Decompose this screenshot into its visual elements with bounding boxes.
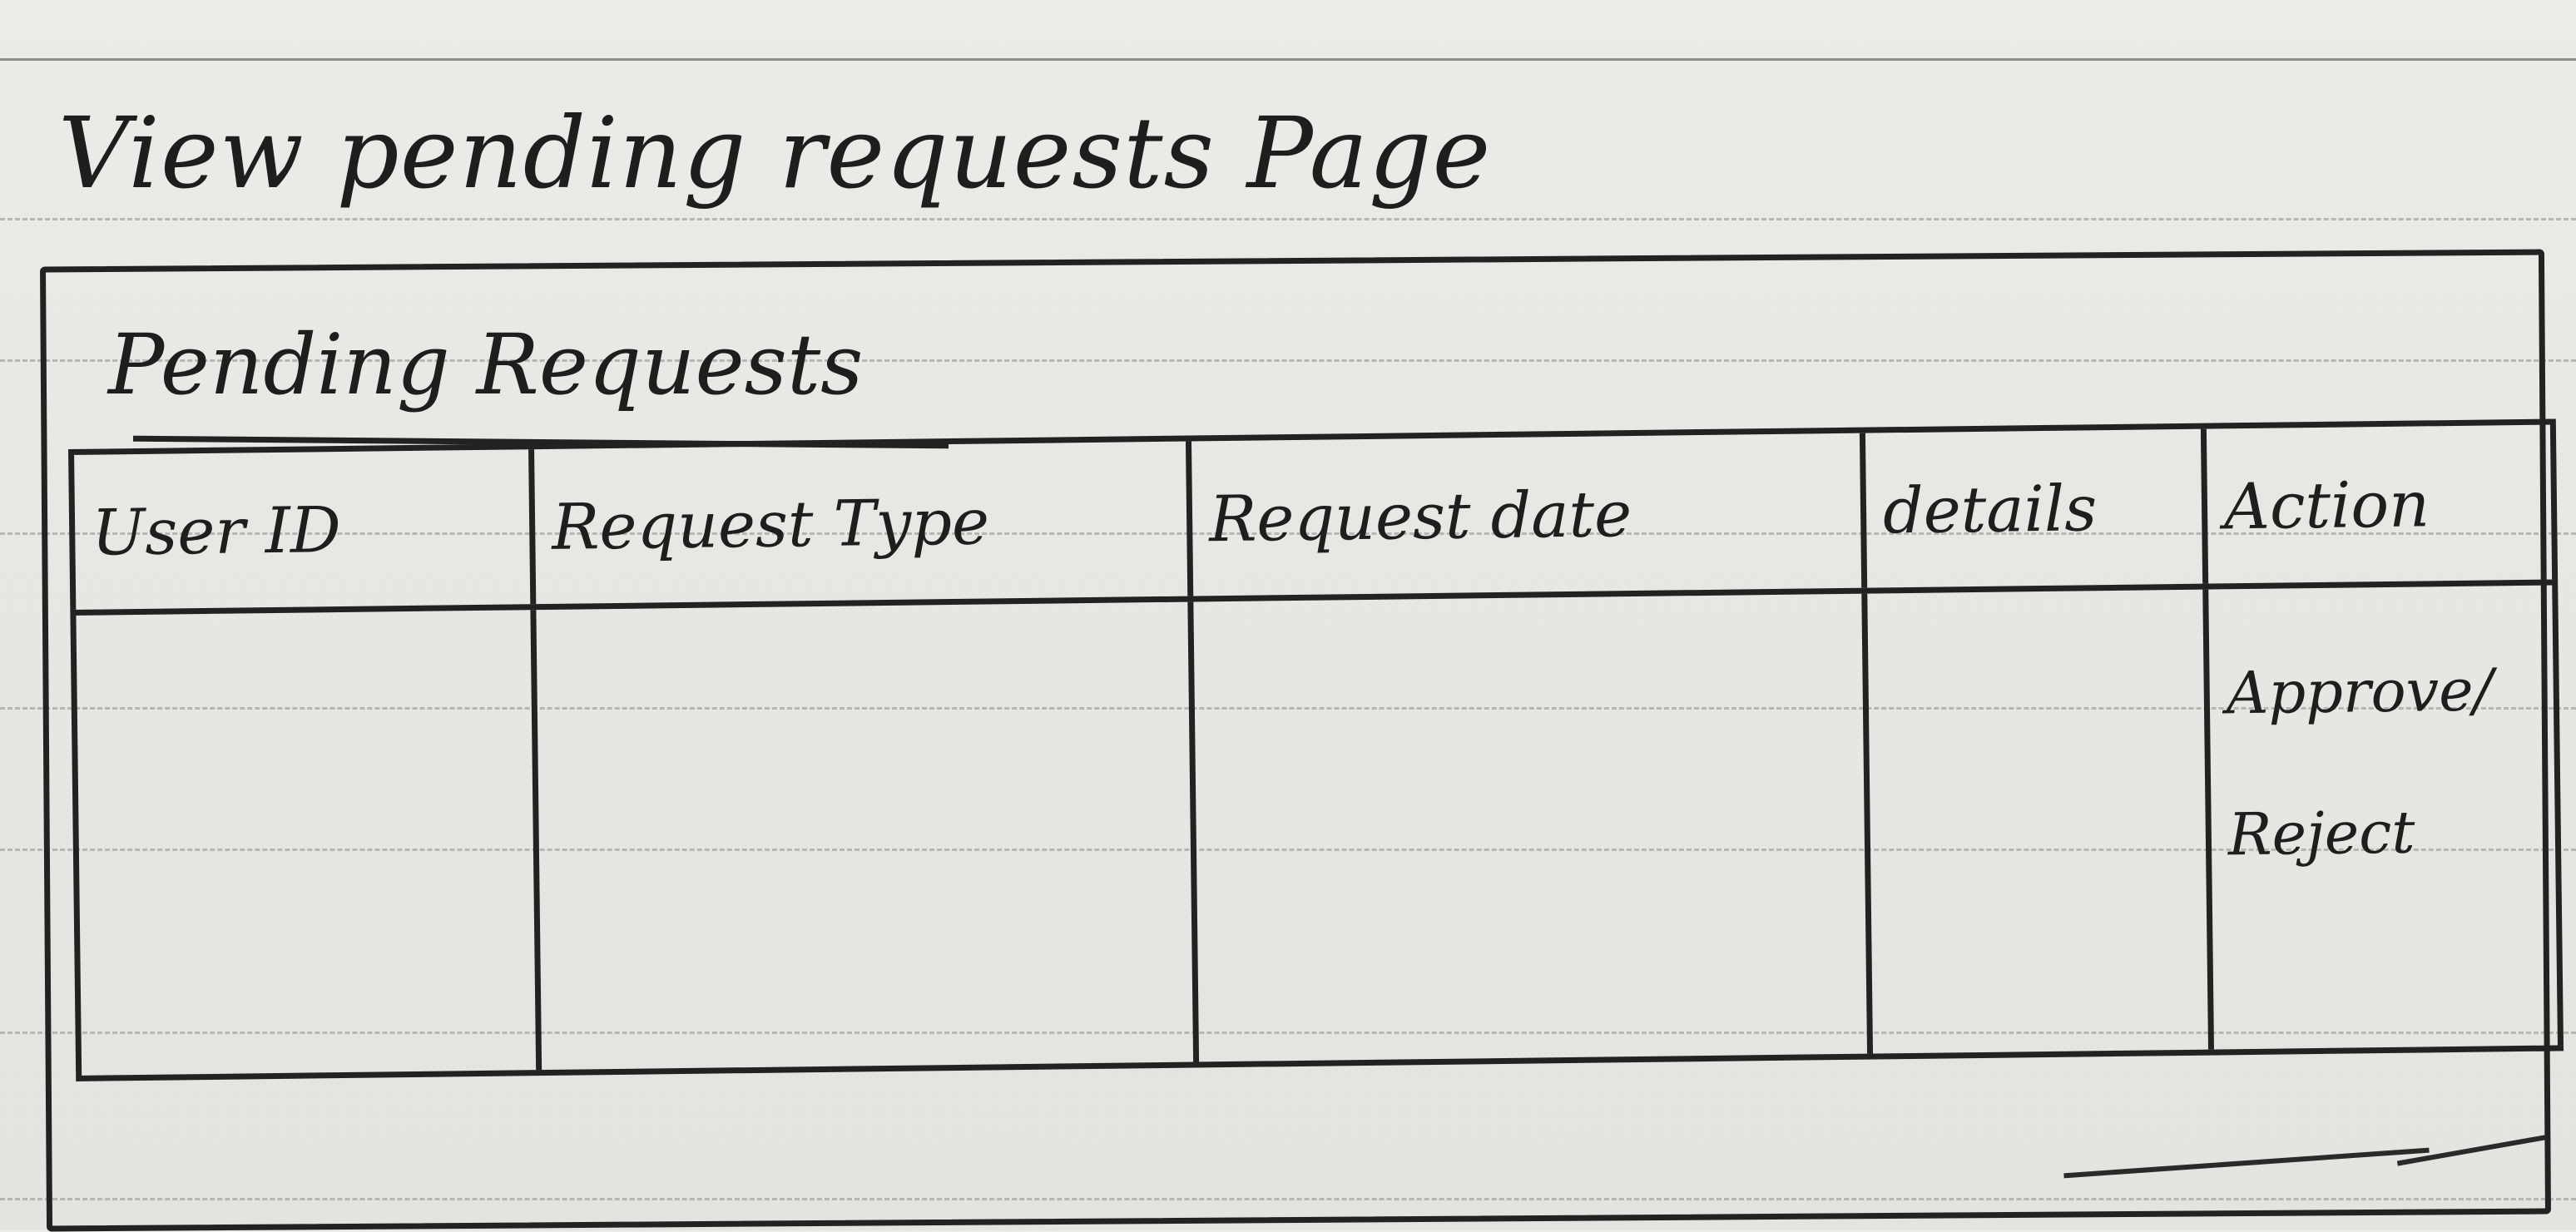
notebook-top-rule xyxy=(0,58,2576,61)
notebook-rule xyxy=(0,849,2576,851)
column-header-action: Action xyxy=(2206,424,2559,584)
page-title: View pending requests Page xyxy=(58,96,1492,210)
action-cell: Approve/ Reject xyxy=(2208,585,2564,1050)
column-header-details: details xyxy=(1865,428,2209,588)
column-header-user-id: User ID xyxy=(68,449,537,610)
request-type-cell xyxy=(536,601,1200,1071)
notebook-rule xyxy=(0,1032,2576,1034)
notebook-rule xyxy=(0,359,2576,362)
column-header-request-type: Request Type xyxy=(534,441,1194,605)
request-date-cell xyxy=(1193,593,1874,1062)
table-header-row: User ID Request Type Request date detail… xyxy=(68,418,2559,616)
notebook-rule xyxy=(0,707,2576,710)
reject-button[interactable]: Reject xyxy=(2227,798,2415,869)
details-cell[interactable] xyxy=(1867,589,2215,1054)
column-header-request-date: Request date xyxy=(1191,433,1868,596)
pending-requests-table: User ID Request Type Request date detail… xyxy=(68,418,2564,1081)
section-title: Pending Requests xyxy=(108,316,864,413)
approve-button[interactable]: Approve/ xyxy=(2226,656,2494,728)
notebook-rule xyxy=(0,532,2576,535)
notebook-rule xyxy=(0,1198,2576,1200)
table-row: Approve/ Reject xyxy=(70,585,2564,1081)
notebook-rule xyxy=(0,218,2576,220)
user-id-cell xyxy=(70,610,542,1076)
